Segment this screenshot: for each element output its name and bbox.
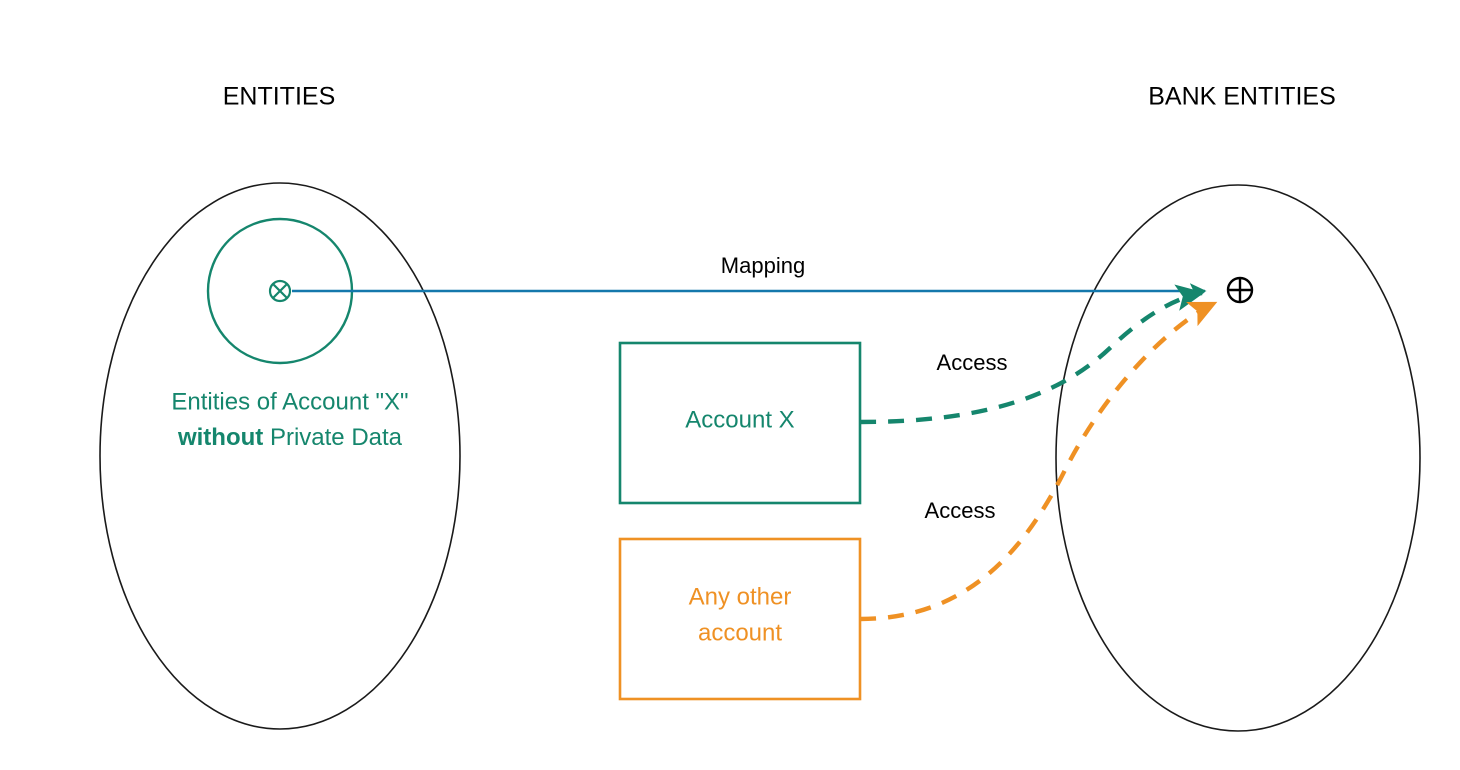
circled-plus-icon [1226,276,1254,304]
header-bank-entities: BANK ENTITIES [1148,83,1336,111]
bank-entities-ellipse [1055,184,1421,732]
access-edge-orange [859,301,1218,622]
access-edge-teal-label: Access [937,350,1008,375]
any-other-account-label-line1: Any other [689,583,792,610]
entities-ellipse [99,182,461,730]
circled-times-icon [268,279,292,303]
mapping-edge-label: Mapping [721,253,805,278]
account-x-label: Account X [685,406,794,433]
account-x-box[interactable] [618,341,862,505]
any-other-account-label-line2: account [698,619,782,646]
header-entities: ENTITIES [223,83,336,111]
access-edge-teal [859,284,1205,425]
entities-label-without: without [177,424,263,451]
entities-label-line1: Entities of Account "X" [171,388,408,415]
access-edge-orange-label: Access [925,498,996,523]
entities-label-private-data: Private Data [263,424,402,451]
entities-label-line2: without Private Data [177,424,403,451]
